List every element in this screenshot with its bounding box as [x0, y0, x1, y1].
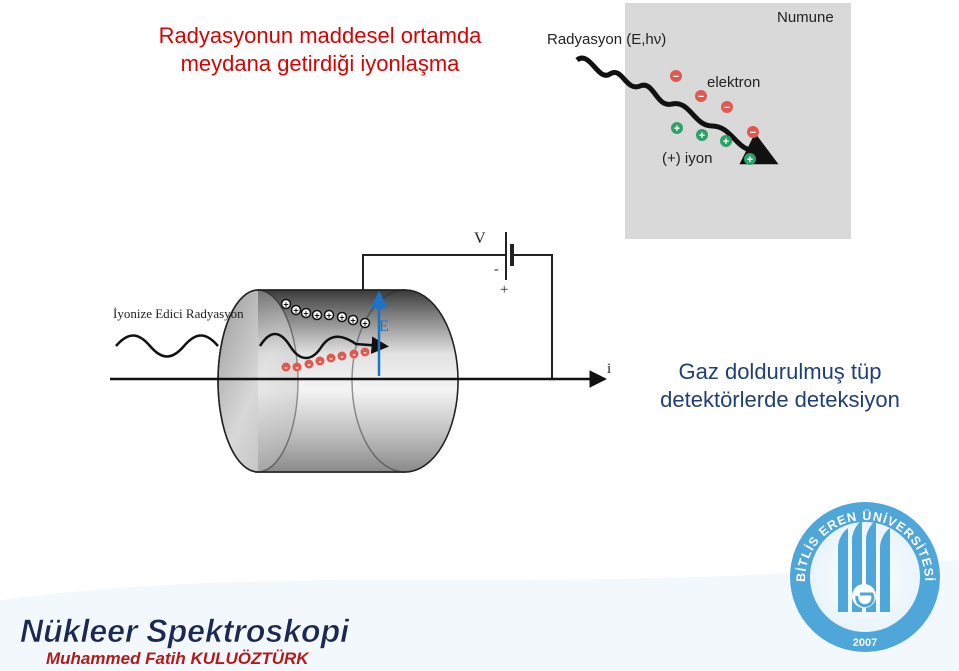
voltage-label: V	[474, 230, 486, 247]
radiation-label: Radyasyon (E,hν)	[547, 31, 666, 48]
battery-plus-label: +	[500, 282, 508, 298]
internal-radiation-wave	[258, 332, 389, 360]
electron: -	[292, 362, 302, 374]
positive-ion: +	[347, 314, 359, 326]
svg-text:+: +	[293, 306, 298, 316]
svg-text:+: +	[326, 311, 331, 321]
svg-text:−: −	[724, 102, 730, 114]
electron: -	[337, 351, 347, 363]
electrons: - - - - - - - -	[281, 347, 370, 374]
footer: Nükleer Spektroskopi Muhammed Fatih KULU…	[0, 560, 959, 671]
logo-inner-disc	[810, 522, 920, 632]
positive-ion: +	[280, 298, 292, 310]
svg-text:-: -	[284, 363, 287, 374]
svg-text:−: −	[673, 71, 679, 83]
svg-text:+: +	[339, 313, 344, 323]
electron-marker: −	[670, 70, 682, 83]
course-title: Nükleer Spektroskopi	[20, 613, 350, 649]
university-logo: BİTLİS EREN ÜNİVERSİTESİ 2007	[790, 502, 940, 652]
electron-marker: −	[721, 101, 733, 114]
current-label: i	[607, 361, 611, 377]
svg-text:+: +	[747, 154, 753, 166]
electron: -	[326, 353, 336, 365]
svg-text:+: +	[723, 136, 729, 148]
electron: -	[349, 349, 359, 361]
svg-text:-: -	[307, 360, 310, 371]
logo-year: 2007	[853, 637, 877, 649]
ionization-inset-panel	[625, 3, 851, 239]
field-label: E	[379, 318, 389, 335]
incoming-radiation-wave	[115, 334, 219, 358]
battery-minus-label: -	[494, 262, 499, 277]
ion-marker: +	[720, 135, 732, 148]
svg-text:-: -	[340, 352, 343, 363]
svg-text:+: +	[283, 300, 288, 310]
svg-text:-: -	[352, 350, 355, 361]
ion-marker: +	[744, 153, 756, 166]
electron: -	[304, 359, 314, 371]
positive-ion: +	[311, 309, 323, 321]
detector-diagram: V - + i İyonize Edici Radyasyon E + + + …	[110, 230, 611, 473]
tube-shading	[258, 290, 405, 472]
detector-caption-line-1: Gaz doldurulmuş tüp	[678, 359, 882, 384]
svg-text:+: +	[314, 311, 319, 321]
svg-text:+: +	[362, 319, 367, 329]
electron-marker: −	[695, 90, 707, 103]
ion-marker: +	[671, 122, 683, 135]
slide-title: Radyasyonun maddesel ortamda meydana get…	[140, 22, 500, 78]
electron: -	[281, 362, 291, 374]
positive-ion: +	[359, 317, 371, 329]
svg-text:-: -	[329, 354, 332, 365]
positive-ion: +	[323, 309, 335, 321]
inset-electrons: − − − −	[670, 70, 759, 139]
slide-title-line-2: meydana getirdiği iyonlaşma	[180, 51, 460, 76]
svg-text:-: -	[318, 357, 321, 368]
positive-ions: + + + + + + + +	[280, 298, 371, 329]
svg-text:+: +	[699, 130, 705, 142]
electron: -	[360, 347, 370, 359]
logo-emblem	[838, 520, 890, 612]
circuit-wire-right	[512, 254, 553, 378]
positive-ion: +	[300, 307, 312, 319]
positive-ion: +	[336, 311, 348, 323]
source-label: İyonize Edici Radyasyon	[113, 306, 244, 321]
detector-caption: Gaz doldurulmuş tüp detektörlerde deteks…	[630, 358, 930, 414]
electron-label: elektron	[707, 74, 760, 91]
sample-label: Numune	[777, 9, 834, 26]
svg-text:+: +	[350, 316, 355, 326]
electron: -	[315, 356, 325, 368]
positive-ion: +	[290, 304, 302, 316]
svg-text:-: -	[295, 363, 298, 374]
svg-text:−: −	[698, 91, 704, 103]
footer-swoosh	[0, 560, 959, 671]
author-name: Muhammed Fatih KULUÖZTÜRK	[46, 649, 310, 668]
svg-text:+: +	[674, 123, 680, 135]
svg-text:+: +	[303, 309, 308, 319]
electron-marker: −	[747, 126, 759, 139]
slide-title-line-1: Radyasyonun maddesel ortamda	[158, 23, 482, 48]
svg-text:-: -	[363, 348, 366, 359]
inset-ions: + + + +	[671, 122, 756, 166]
ion-label: (+) iyon	[662, 150, 712, 167]
inset-radiation-wave	[575, 55, 779, 165]
circuit-wire-left	[362, 254, 506, 298]
svg-text:−: −	[750, 127, 756, 139]
ion-marker: +	[696, 129, 708, 142]
detector-caption-line-2: detektörlerde deteksiyon	[660, 387, 900, 412]
inset-diagram: Radyasyon (E,hν) Numune elektron (+) iyo…	[547, 9, 834, 167]
